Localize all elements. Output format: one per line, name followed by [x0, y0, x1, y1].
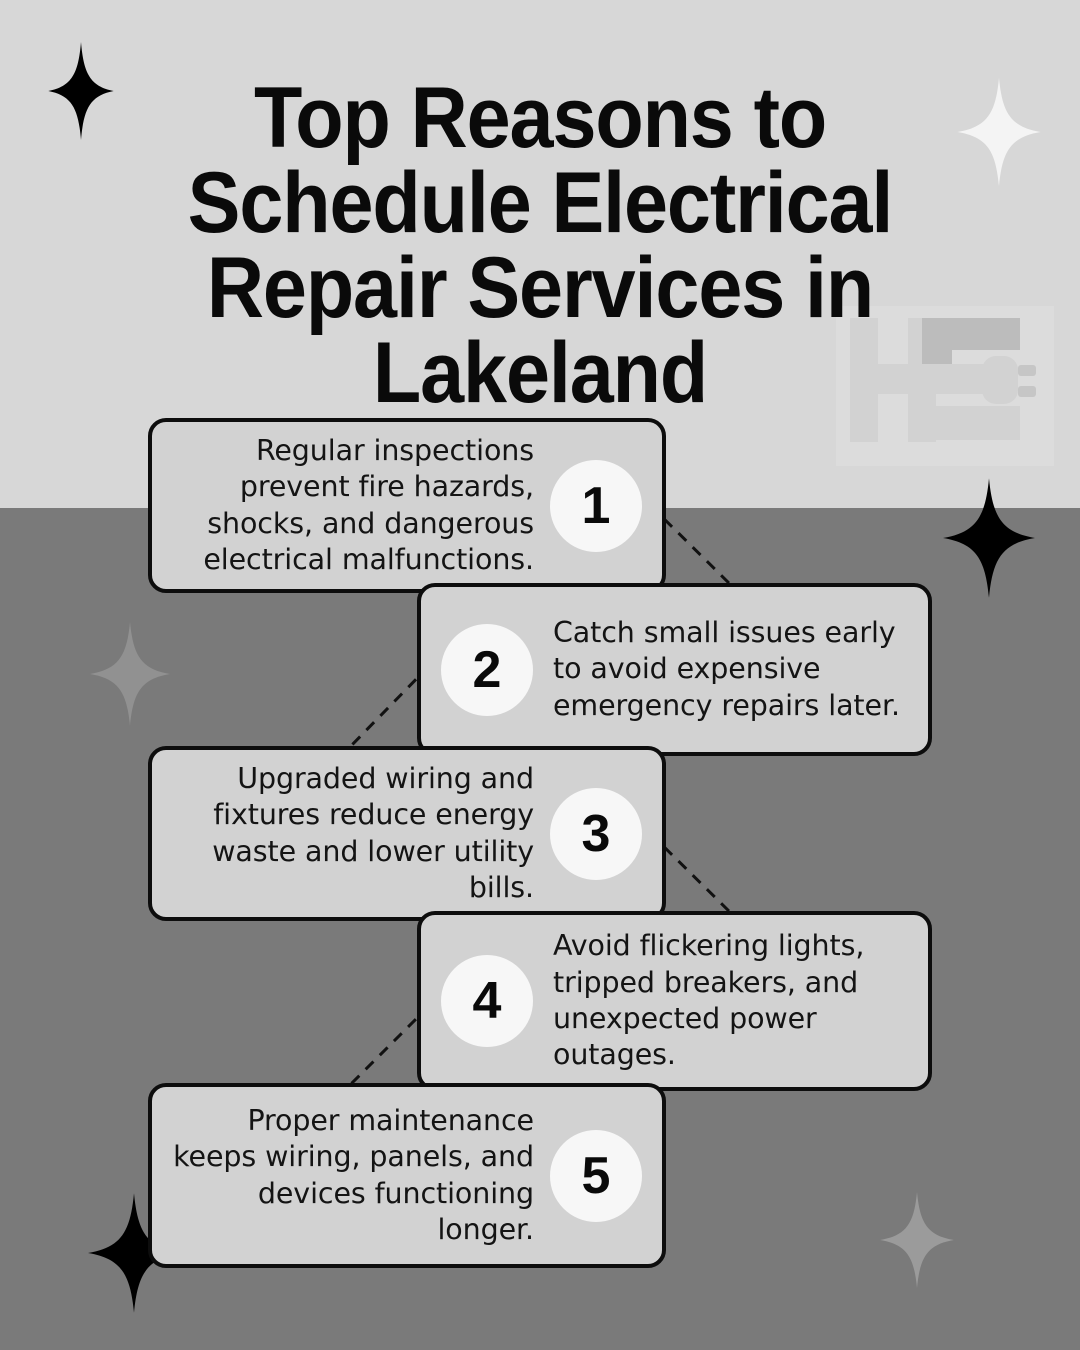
reason-card-1-text: Regular inspections prevent fire hazards…: [203, 433, 534, 576]
sparkle-bottom-right-icon: [880, 1192, 954, 1288]
reason-card-2-text: Catch small issues early to avoid expens…: [553, 615, 900, 722]
reason-card-4-text: Avoid flickering lights, tripped breaker…: [553, 929, 865, 1072]
reason-card-5-number: 5: [550, 1129, 642, 1222]
reason-card-2-number: 2: [441, 623, 533, 716]
reason-card-4[interactable]: Avoid flickering lights, tripped breaker…: [417, 911, 932, 1091]
reason-card-3-text: Upgraded wiring and fixtures reduce ener…: [212, 761, 534, 904]
reason-card-2[interactable]: Catch small issues early to avoid expens…: [417, 583, 932, 756]
brand-logo-watermark: [836, 306, 1054, 466]
reason-card-5[interactable]: Proper maintenance keeps wiring, panels,…: [148, 1083, 666, 1268]
reason-card-3[interactable]: Upgraded wiring and fixtures reduce ener…: [148, 746, 666, 921]
reason-card-5-text: Proper maintenance keeps wiring, panels,…: [173, 1103, 534, 1246]
sparkle-top-left-icon: [48, 42, 114, 140]
sparkle-mid-left-icon: [90, 622, 170, 726]
sparkle-mid-right-icon: [943, 478, 1035, 598]
reason-card-4-number: 4: [441, 955, 533, 1047]
sparkle-bottom-left-icon: [88, 1192, 180, 1314]
page-title: Top Reasons to Schedule Electrical Repai…: [187, 69, 894, 421]
sparkle-top-right-icon: [957, 78, 1041, 186]
reason-card-3-number: 3: [550, 787, 642, 880]
reason-card-1[interactable]: Regular inspections prevent fire hazards…: [148, 418, 666, 593]
reason-card-1-number: 1: [550, 459, 642, 552]
